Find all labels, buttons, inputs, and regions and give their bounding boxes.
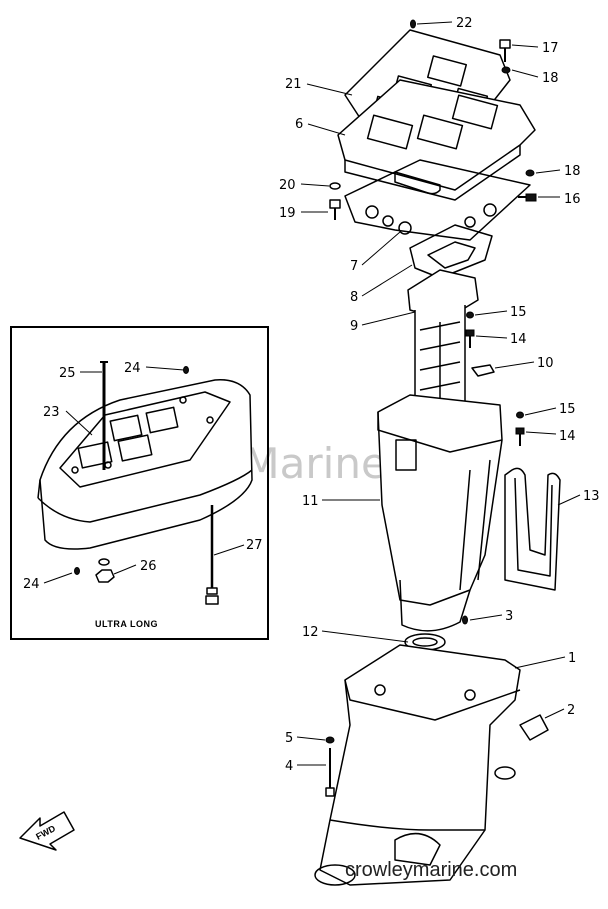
part-11-upper-casing (377, 394, 503, 632)
inset-caption: ULTRA LONG (95, 619, 158, 629)
part-14-bolt-a (465, 329, 475, 348)
fwd-arrow: FWD (19, 811, 75, 851)
part-24-dowel-top (183, 366, 189, 374)
part-18-washer-top (501, 66, 511, 74)
callout-15-a: 15 (510, 305, 527, 320)
callout-15-b: 15 (559, 402, 576, 417)
part-20-washer (329, 182, 341, 190)
callout-24-bottom: 24 (23, 577, 40, 592)
part-24-dowel-bottom (74, 567, 80, 575)
part-1-lower-casing (314, 644, 521, 886)
leader-lines (296, 21, 581, 766)
callout-20: 20 (279, 178, 296, 193)
callout-12: 12 (302, 625, 319, 640)
callout-3: 3 (505, 609, 513, 624)
part-4-bolt (325, 748, 335, 797)
callout-14-b: 14 (559, 429, 576, 444)
callout-18-right: 18 (564, 164, 581, 179)
callout-10: 10 (537, 356, 554, 371)
callout-9: 9 (350, 319, 358, 334)
part-19-bolt (329, 199, 341, 220)
callout-22: 22 (456, 16, 473, 31)
callout-2: 2 (567, 703, 575, 718)
part-9-exhaust-guide (407, 269, 479, 418)
part-18-washer-right (525, 169, 535, 177)
callout-24-top: 24 (124, 361, 141, 376)
callout-11: 11 (302, 494, 319, 509)
callout-14-a: 14 (510, 332, 527, 347)
part-15-washer-b (516, 411, 524, 419)
callout-5: 5 (285, 731, 293, 746)
part-15-washer-a (466, 311, 474, 319)
callout-27: 27 (246, 538, 263, 553)
ultra-long-inset: ULTRA LONG (10, 326, 269, 640)
drain-boss (494, 766, 516, 780)
callout-8: 8 (350, 290, 358, 305)
part-10-clip (471, 364, 495, 377)
part-13-seal (504, 467, 561, 591)
part-2-plug (519, 714, 549, 741)
inset-frame (10, 326, 269, 640)
callout-25: 25 (59, 366, 76, 381)
callout-19: 19 (279, 206, 296, 221)
part-5-washer (325, 736, 335, 744)
part-25-stud (100, 361, 108, 470)
callout-7: 7 (350, 259, 358, 274)
part-7-gasket (344, 159, 531, 241)
footer-site: crowleymarine.com (345, 859, 517, 881)
part-16-bolt (518, 193, 537, 202)
callout-26: 26 (140, 559, 157, 574)
callout-1: 1 (568, 651, 576, 666)
callout-6: 6 (295, 117, 303, 132)
part-27-bolt (205, 505, 219, 605)
callout-21: 21 (285, 77, 302, 92)
part-26-nut (95, 558, 115, 583)
part-6-adapter (337, 79, 536, 201)
part-17-bolt (499, 39, 511, 62)
part-8-gasket (409, 224, 493, 279)
callout-23: 23 (43, 405, 60, 420)
part-23-extension (37, 379, 253, 550)
callout-13: 13 (583, 489, 600, 504)
part-3-dowel (462, 615, 468, 625)
part-22-dowel (410, 19, 416, 29)
callout-17: 17 (542, 41, 559, 56)
callout-16: 16 (564, 192, 581, 207)
callout-labels: 22 17 18 21 6 20 18 16 19 7 8 9 15 14 10… (23, 16, 600, 774)
part-14-bolt-b (515, 427, 525, 446)
callout-18-top: 18 (542, 71, 559, 86)
callout-4: 4 (285, 759, 293, 774)
